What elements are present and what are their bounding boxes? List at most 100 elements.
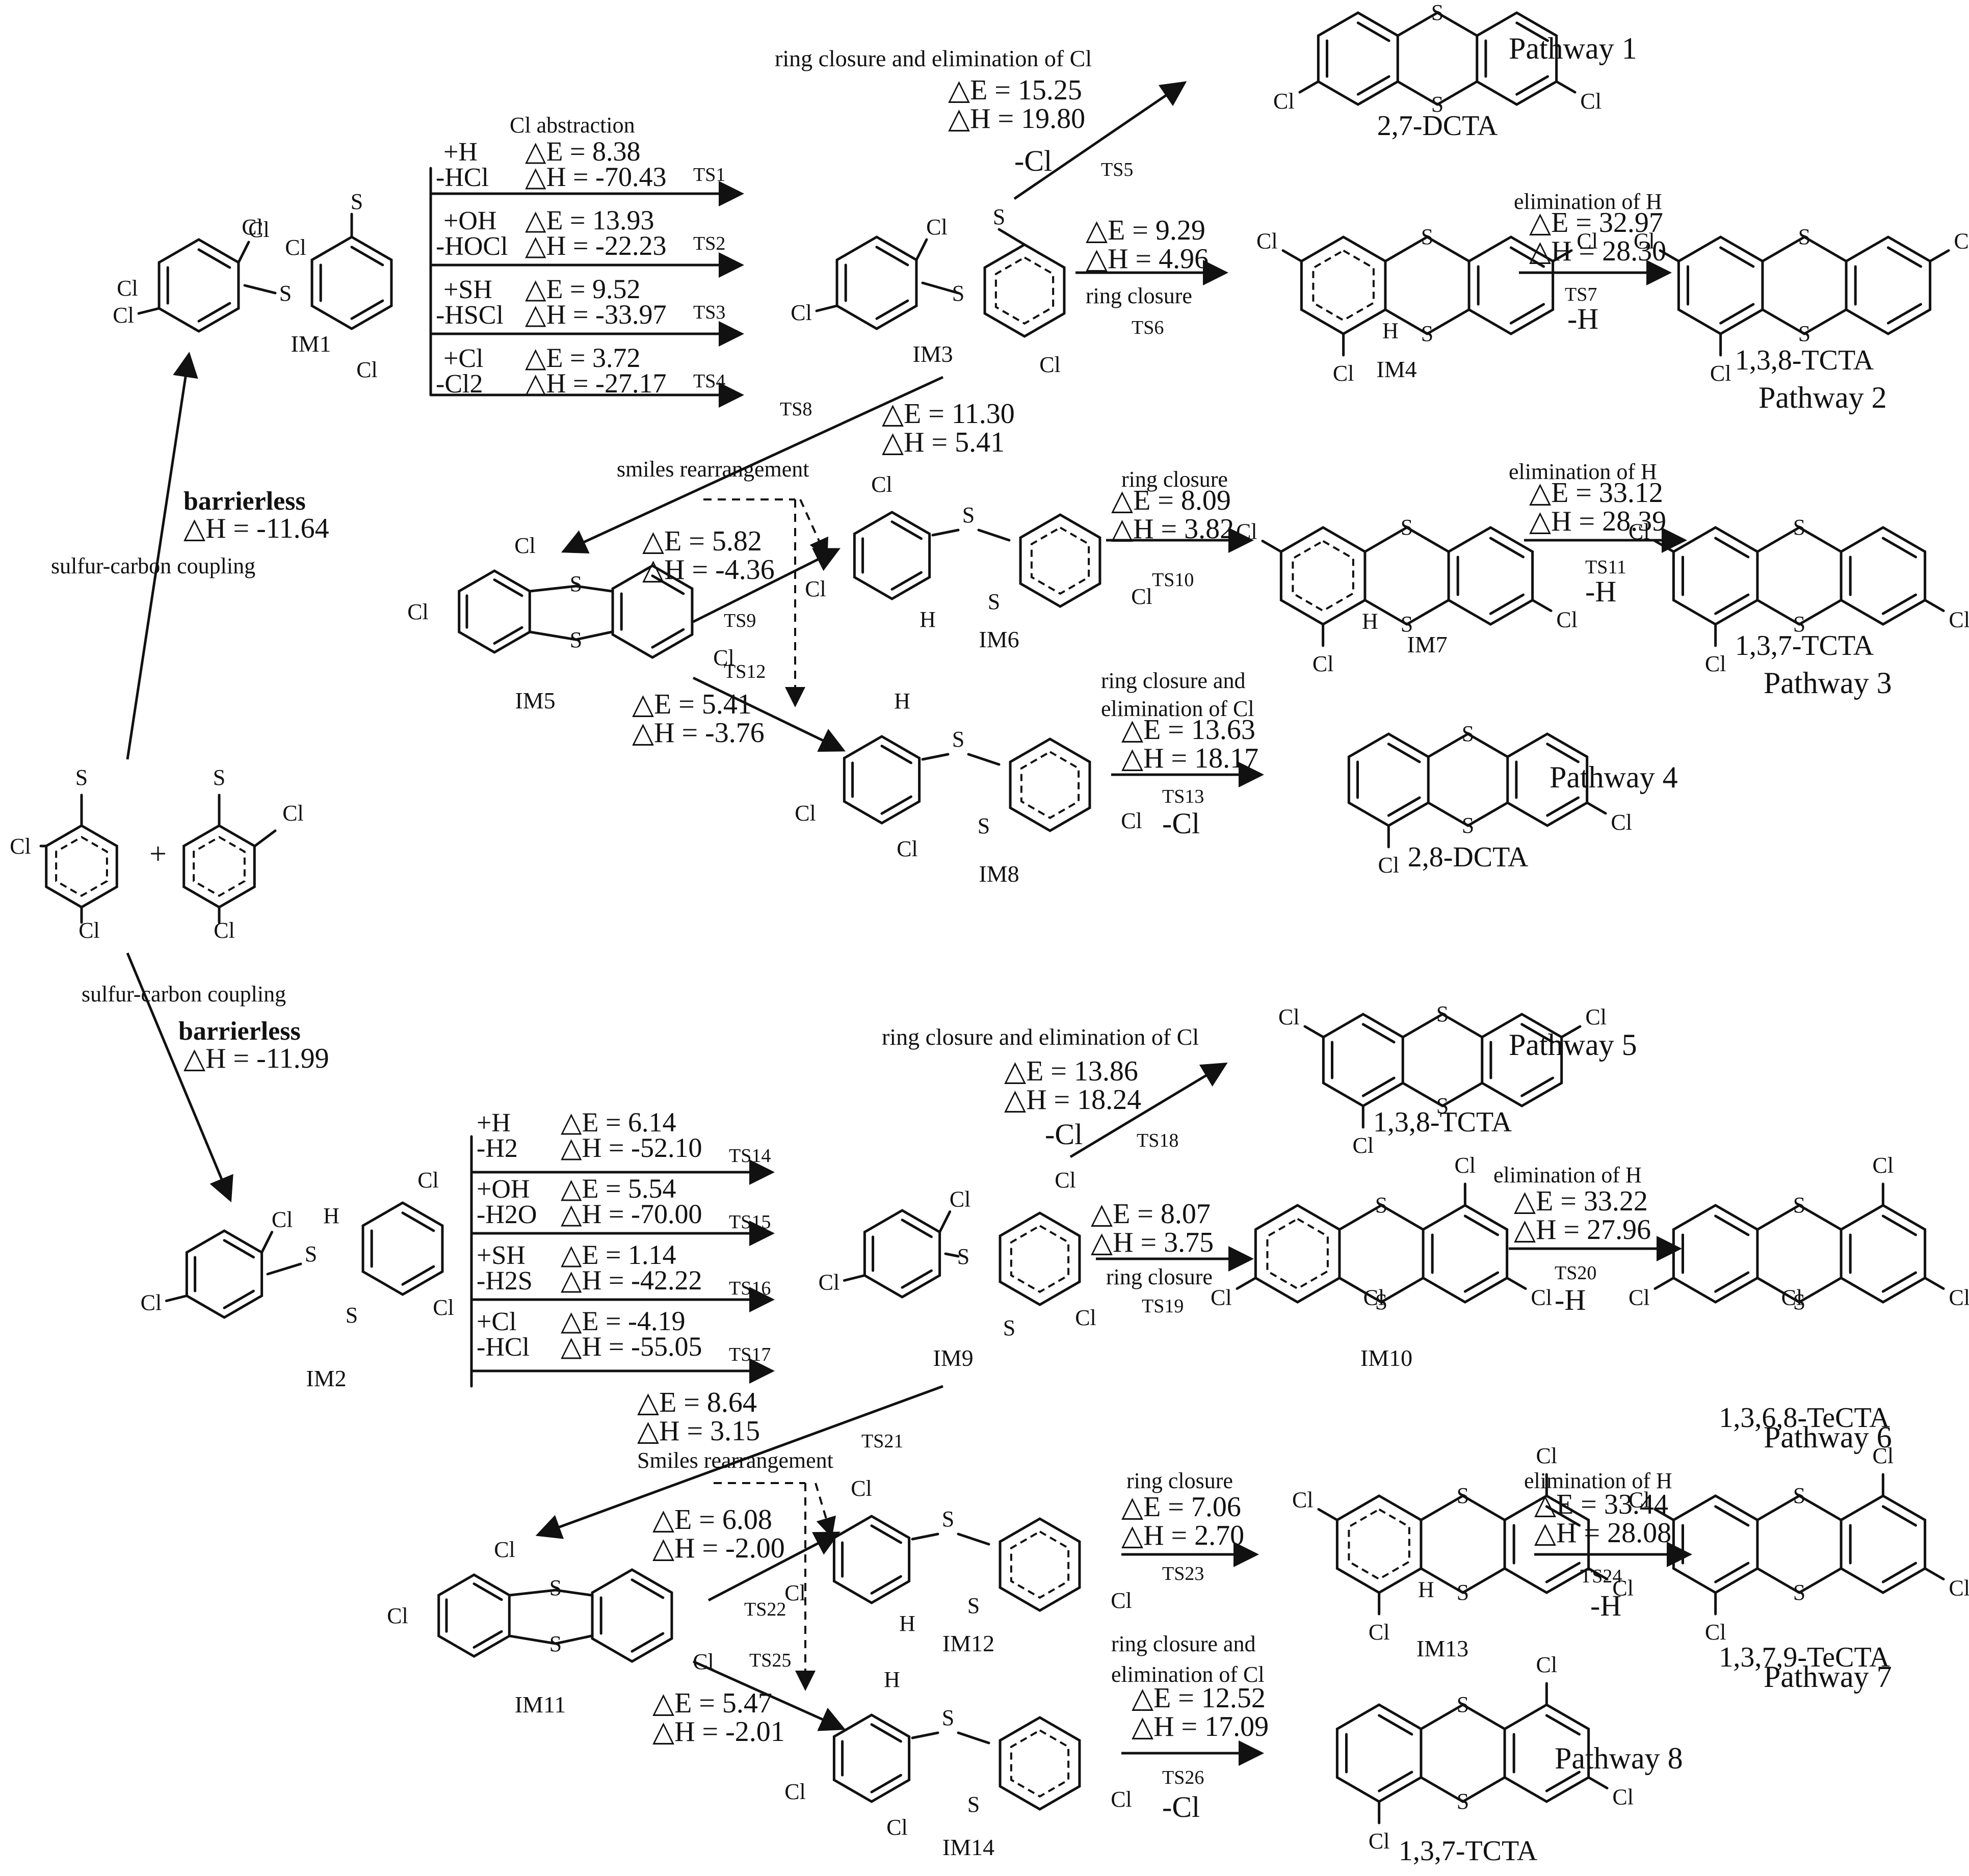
delocalized-ring [1020,750,1080,820]
double-bond [875,299,909,320]
aryl-ring [853,511,931,600]
sulfur-atom: S [549,1575,562,1600]
delta-h-value: △H = -2.00 [652,1532,785,1564]
bond [1281,249,1303,262]
double-bond [197,248,231,269]
atom-cl: Cl [494,1537,515,1562]
sulfur-atom: S [1375,1193,1387,1218]
bond [1420,1703,1464,1730]
step-name: ring closure and [1111,1631,1255,1656]
atom-cl: Cl [851,1476,872,1501]
sulfur-atom: S [1793,612,1805,637]
bond [1298,80,1320,94]
intermediate-label: IM3 [912,341,953,367]
chlorine-atom: Cl [1611,810,1632,835]
bond [1761,308,1806,335]
sulfur-atom: S [1793,1580,1805,1605]
intermediate-label: IM2 [306,1365,346,1391]
right-ring [1845,235,1932,335]
delta-e-value: △E = 8.07 [1091,1198,1211,1230]
ts-label: TS23 [1162,1563,1204,1584]
sulfur-atom: S [1401,515,1413,540]
double-bond [870,1774,902,1793]
bond [1756,599,1801,626]
product-label: 1,3,7-TCTA [1399,1835,1538,1867]
reagent-label: +Cl [443,344,483,373]
bond [1924,599,1945,612]
double-bond [472,1582,503,1601]
double-bond [1489,593,1525,615]
atom-cl: Cl [387,1603,408,1628]
radical-ring [999,1716,1081,1811]
aryl-ring [832,1713,911,1803]
delta-h-value: △H = 18.24 [1004,1084,1141,1116]
bond [1531,599,1553,612]
arrow-ts18 [1069,1062,1228,1158]
double-bond [890,520,923,540]
elimination-label: -H [1567,302,1598,335]
intermediate-label: IM11 [515,1692,566,1718]
bond [915,238,928,261]
delta-h-value: △H = 4.96 [1086,243,1209,275]
ts-label: TS8 [780,399,812,420]
double-bond [1356,75,1390,96]
intermediate-label: IM12 [942,1630,994,1656]
arrow-ts9 [692,548,841,623]
delta-e-value: △E = 1.14 [561,1239,676,1270]
bond [1798,1567,1843,1594]
energy-values: △E = 8.64△H = 3.15 [637,1387,760,1447]
step-name: Smiles rearrangement [637,1448,833,1473]
intermediate-label: IM5 [515,688,555,714]
delta-h-value: △H = -27.17 [525,368,666,399]
energy-values: △E = 33.12△H = 28.39 [1529,477,1666,537]
step-name: sulfur-carbon coupling [51,553,255,578]
delocalized-ring [994,256,1055,325]
byproduct-label: -HCl [436,163,489,192]
delta-h-value: △H = -2.01 [652,1716,785,1748]
delta-h-value: △H = 3.82 [1111,513,1234,545]
sulfur-atom: S [1436,1093,1449,1118]
atom-cl: Cl [795,801,816,826]
diagram-text: SClCl+SClClClClSSClClClClClClSSClSSClClC… [10,0,1969,1867]
energy-values: △E = 33.22△H = 27.96 [1514,1185,1651,1246]
arrow-ts22 [707,1531,841,1602]
double-bond [223,1239,255,1259]
ts-label: TS9 [724,610,756,631]
double-bond [1509,246,1545,268]
hydrogen-atom: H [1382,319,1399,344]
double-bond [651,628,685,649]
delta-e-value: △E = 8.64 [637,1387,757,1418]
bond [554,1634,593,1645]
bond [1659,249,1680,262]
double-bond [1515,75,1549,96]
bond [957,1532,990,1546]
sulfur-atom: S [988,589,1000,614]
delta-e-value: △E = -4.19 [561,1306,685,1336]
left-ring [1322,1013,1404,1107]
bond [1461,1703,1506,1730]
byproduct-label: -HOCl [436,232,508,261]
step-name: ring closure [1126,1468,1233,1493]
double-bond [493,626,523,645]
elimination-label: -H [1590,1589,1621,1622]
atom-cl: Cl [805,576,826,601]
atom-cl: Cl [950,1187,971,1212]
double-bond [1545,1505,1581,1527]
spiro-ring-right [611,564,694,659]
bond [165,1294,188,1302]
atom-cl: Cl [433,1295,454,1320]
double-bond [1881,593,1918,615]
intermediate-label: IM8 [979,861,1019,887]
cyclohexadiene-ring [361,1201,444,1296]
delta-e-value: △E = 5.82 [642,525,762,557]
chlorine-atom: Cl [1273,89,1295,114]
double-bond [1881,1214,1918,1236]
delta-e-value: △E = 11.30 [882,398,1015,430]
double-bond [1719,246,1755,268]
phenyl-ring [185,1229,264,1319]
intermediate-label: IM6 [979,626,1019,652]
chlorine-atom: Cl [1710,361,1731,386]
delocalized-ring [1010,1224,1070,1293]
sulfur-atom: S [1421,224,1433,249]
